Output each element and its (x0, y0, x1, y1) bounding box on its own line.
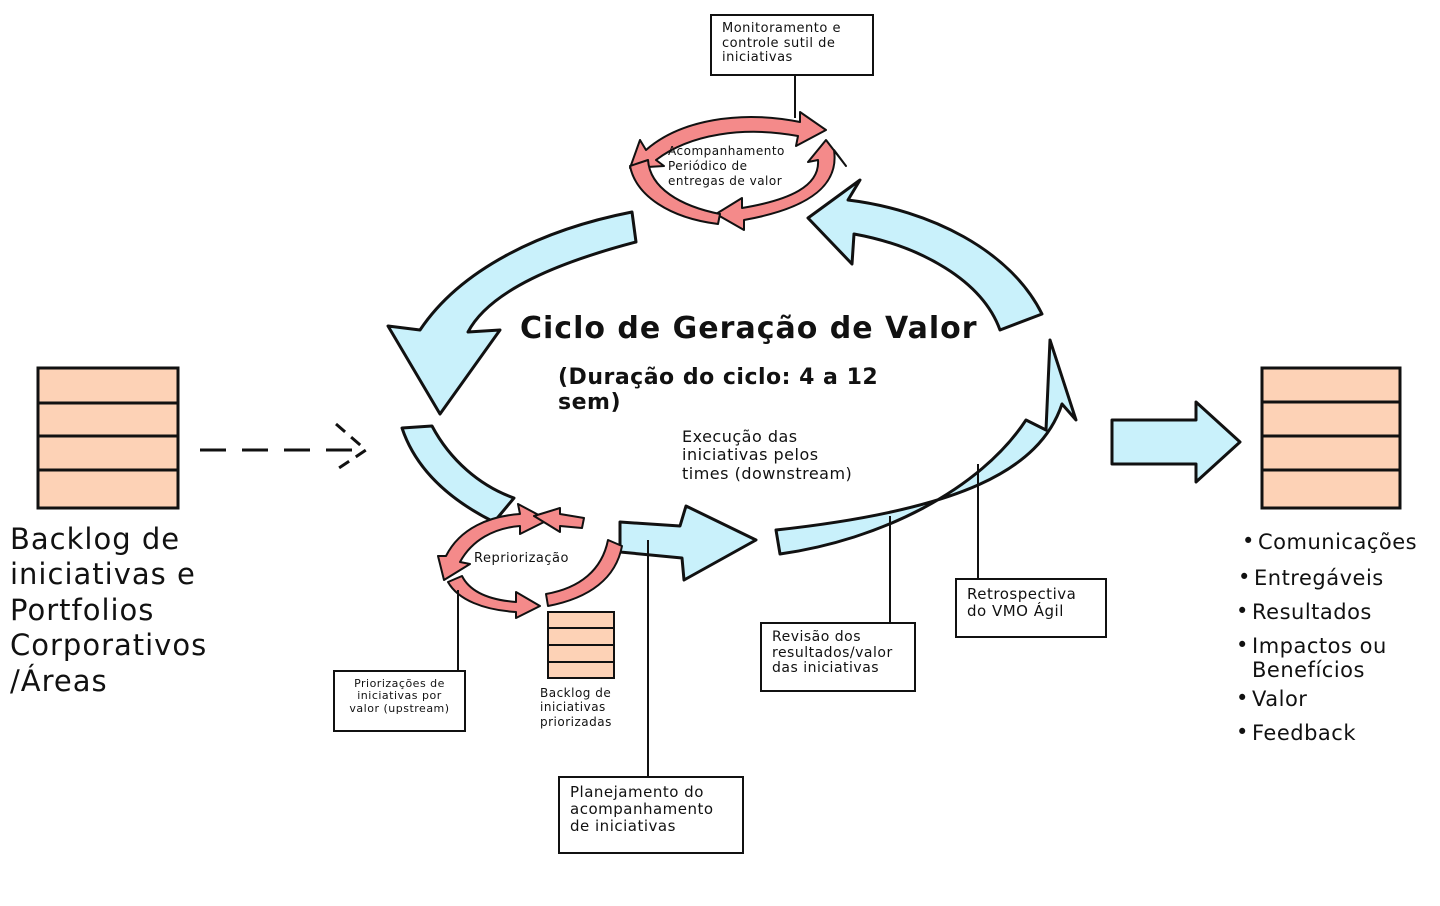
backlog-left-label: Backlog de iniciativas e Portfolios Corp… (10, 522, 250, 699)
cycle-arrow-top-right (806, 178, 1044, 332)
monitoring-callout: Monitoramento e controle sutil de inicia… (710, 14, 874, 76)
prioritized-backlog-label: Backlog de iniciativas priorizadas (540, 686, 612, 729)
prioritizations-callout: Priorizações de iniciativas por valor (u… (333, 670, 466, 732)
callout-lines (457, 76, 979, 776)
output-arrow (1110, 400, 1242, 484)
backlog-line-4: Corporativos (10, 628, 208, 663)
outputs-list: Comunicações Entregáveis Resultados Impa… (1236, 529, 1432, 750)
output-item-5: Valor (1236, 686, 1432, 711)
backlog-line-3: Portfolios (10, 592, 155, 627)
cycle-duration: (Duração do ciclo: 4 a 12 sem) (558, 365, 879, 415)
output-item-1: Comunicações (1242, 529, 1432, 554)
output-stack (1260, 366, 1402, 510)
cycle-arrow-top-left (386, 210, 638, 416)
cycle-title: Ciclo de Geração de Valor (520, 311, 978, 346)
output-item-6: Feedback (1236, 720, 1432, 745)
cycle-arrow-bottom-left (400, 424, 516, 524)
backlog-left-stack (36, 366, 180, 510)
periodic-tracking-label: Acompanhamento Periódico de entregas de … (668, 144, 785, 188)
cycle-arrow-bottom-center (618, 504, 758, 582)
dashed-input-arrow (200, 422, 369, 472)
execution-label: Execução das iniciativas pelos times (do… (682, 427, 853, 483)
output-item-4: Impactos ou Benefícios (1236, 633, 1402, 682)
output-item-2: Entregáveis (1238, 565, 1432, 590)
periodic-tracking-cycle (629, 111, 847, 231)
backlog-line-2: iniciativas e (10, 557, 196, 592)
output-item-3: Resultados (1236, 599, 1432, 624)
backlog-line-1: Backlog de (10, 522, 181, 556)
retrospective-callout: Retrospectiva do VMO Ágil (955, 578, 1107, 638)
cycle-arrow-bottom-right (774, 338, 1078, 556)
prioritized-backlog-stack (547, 611, 615, 679)
review-callout: Revisão dos resultados/valor das iniciat… (760, 622, 916, 692)
reprioritization-cycle (437, 503, 623, 619)
reprioritization-label: Repriorização (474, 551, 569, 566)
backlog-line-5: /Áreas (10, 663, 108, 698)
planning-callout: Planejamento do acompanhamento de inicia… (558, 776, 744, 854)
